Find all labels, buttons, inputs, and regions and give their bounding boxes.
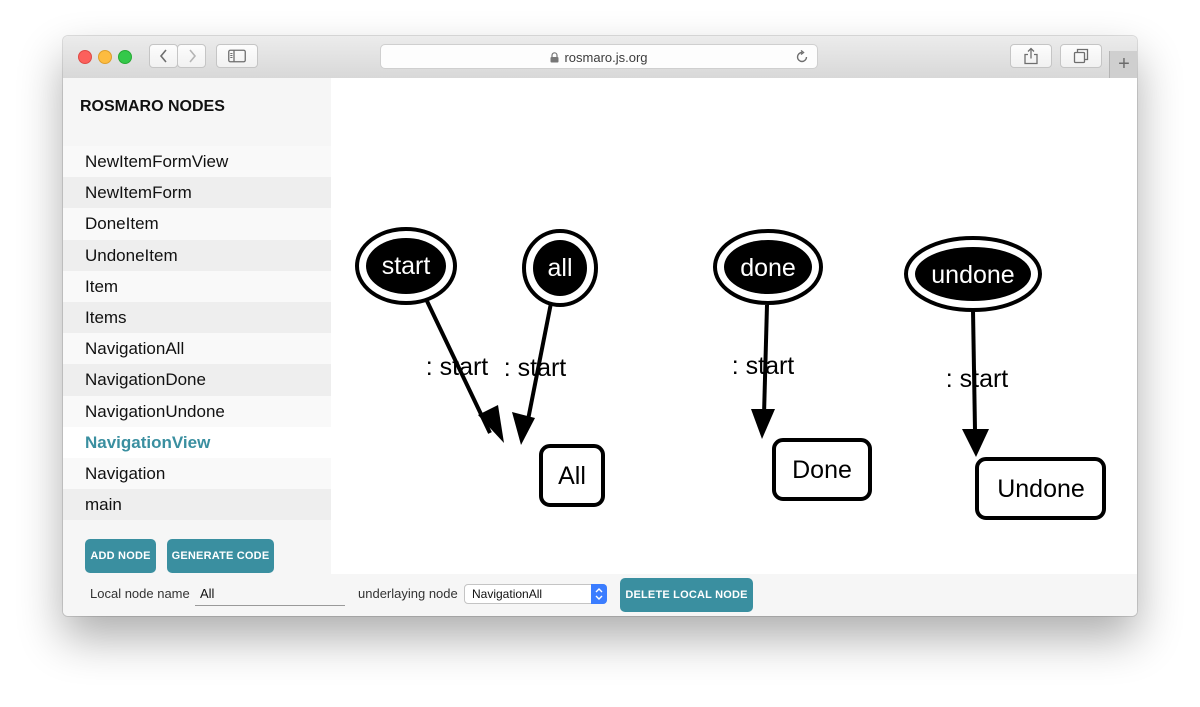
underlaying-node-value: NavigationAll (472, 587, 543, 601)
state-graph: : start : start : start : start start al… (355, 227, 1106, 520)
zoom-window-button[interactable] (118, 50, 132, 64)
select-arrows-icon (591, 584, 607, 604)
reload-icon[interactable] (795, 50, 809, 64)
node-label: Undone (997, 475, 1085, 503)
state-node-done[interactable]: Done (772, 438, 872, 501)
node-item[interactable]: DoneItem (63, 208, 331, 240)
edge-label: : start (504, 354, 567, 382)
local-node-name-input[interactable] (195, 582, 345, 606)
forward-button[interactable] (177, 44, 206, 68)
initial-node-undone[interactable]: undone (904, 236, 1042, 312)
chevron-left-icon (159, 49, 167, 63)
node-item[interactable]: Item (63, 270, 331, 302)
add-node-button[interactable]: ADD NODE (85, 539, 156, 573)
node-item[interactable]: NavigationUndone (63, 395, 331, 427)
underlaying-node-select[interactable]: NavigationAll (464, 584, 607, 604)
arrowhead-icon (751, 409, 775, 439)
node-label: Done (792, 456, 852, 484)
node-item-active[interactable]: NavigationView (63, 426, 331, 458)
minimize-window-button[interactable] (98, 50, 112, 64)
node-item[interactable]: Items (63, 301, 331, 334)
edge-label: : start (946, 365, 1009, 393)
tabs-overview-button[interactable] (1060, 44, 1102, 68)
node-label: all (547, 254, 572, 282)
node-list: NewItemFormView NewItemForm DoneItem Und… (63, 146, 331, 521)
edge-done-done (762, 304, 769, 416)
node-item[interactable]: UndoneItem (63, 239, 331, 271)
edge-undone-undone (971, 309, 977, 431)
chevron-right-icon (188, 49, 196, 63)
state-node-all[interactable]: All (539, 444, 605, 507)
sidebar-icon (228, 49, 246, 63)
arrowhead-icon (512, 412, 535, 445)
sidebar-title: ROSMARO NODES (80, 98, 225, 115)
arrowhead-icon (478, 405, 504, 443)
back-button[interactable] (149, 44, 178, 68)
arrowhead-icon (962, 429, 989, 457)
initial-node-done[interactable]: done (713, 229, 823, 305)
address-text: rosmaro.js.org (381, 50, 817, 65)
browser-window: rosmaro.js.org + ROSMARO NODES NewIt (63, 36, 1137, 616)
share-icon (1024, 47, 1038, 65)
nodes-sidebar: ROSMARO NODES NewItemFormView NewItemFor… (63, 78, 331, 574)
node-item[interactable]: NewItemForm (63, 177, 331, 209)
close-window-button[interactable] (78, 50, 92, 64)
graph-canvas: : start : start : start : start start al… (331, 78, 1137, 574)
node-item[interactable]: NavigationAll (63, 333, 331, 365)
local-node-name-label: Local node name (90, 586, 190, 601)
underlaying-node-label: underlaying node (358, 586, 458, 601)
tabs-icon (1073, 48, 1089, 64)
node-label: start (382, 252, 431, 280)
state-node-undone[interactable]: Undone (975, 457, 1106, 520)
node-label: undone (931, 261, 1014, 289)
node-label: done (740, 254, 796, 282)
browser-toolbar: rosmaro.js.org + (63, 36, 1137, 79)
initial-node-start[interactable]: start (355, 227, 457, 305)
share-button[interactable] (1010, 44, 1052, 68)
sidebar-toggle-button[interactable] (216, 44, 258, 68)
url-label: rosmaro.js.org (564, 50, 648, 65)
node-item[interactable]: NavigationDone (63, 364, 331, 396)
node-item[interactable]: NewItemFormView (63, 146, 331, 178)
node-label: All (558, 462, 586, 490)
address-bar[interactable]: rosmaro.js.org (380, 44, 818, 69)
new-tab-button[interactable]: + (1109, 51, 1137, 78)
edge-label: : start (426, 353, 489, 381)
edge-start-all (424, 298, 492, 434)
node-item[interactable]: main (63, 489, 331, 521)
edge-all-all (524, 302, 553, 431)
lock-icon (550, 52, 559, 63)
generate-code-button[interactable]: GENERATE CODE (167, 539, 274, 573)
delete-local-node-button[interactable]: DELETE LOCAL NODE (620, 578, 753, 612)
initial-node-all[interactable]: all (522, 229, 598, 307)
node-item[interactable]: Navigation (63, 457, 331, 490)
edge-label: : start (732, 352, 795, 380)
node-editor-bar: Local node name underlaying node Navigat… (63, 574, 1137, 616)
